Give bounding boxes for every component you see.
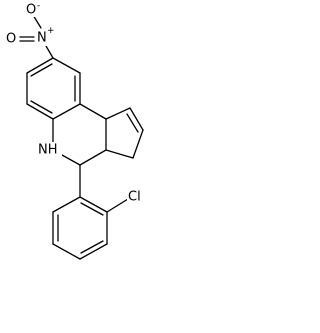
bond-ring-c-1 <box>105 107 131 120</box>
bond-n-o-top <box>32 14 42 29</box>
bond-ring-a-4 <box>52 103 81 120</box>
atom-labels: N + O - O NH Cl <box>5 1 147 205</box>
bond-ring-d-6 <box>52 196 81 213</box>
amine-label: NH <box>38 143 58 158</box>
bond-ring-a-3 <box>26 103 54 120</box>
bond-n-ring <box>45 45 54 59</box>
bond-ring-d-1-inner <box>80 202 104 216</box>
bond-ring-c-3 <box>132 129 144 159</box>
bond-ring-d-1 <box>79 196 108 213</box>
bond-ring-a-3-inner <box>30 100 53 114</box>
bond-ring-c-2 <box>129 107 144 131</box>
molecule-structure: N + O - O NH Cl <box>5 1 147 260</box>
bond-ring-c-4 <box>105 149 134 159</box>
nitro-oxygen-top-charge: - <box>37 1 40 11</box>
bond-ring-d-3 <box>79 243 108 260</box>
nitro-oxygen-top-label: O <box>26 3 36 18</box>
bond-ring-c-2-inner <box>126 113 139 133</box>
bond-ring-d-3-inner <box>80 240 104 254</box>
bond-ring-b-3 <box>79 149 107 166</box>
bond-c-cl <box>106 198 129 213</box>
nitro-nitrogen-label: N <box>37 31 47 46</box>
chlorine-label: Cl <box>128 190 141 205</box>
bonds <box>19 14 144 260</box>
nitro-oxygen-left-label: O <box>6 32 16 47</box>
bond-ring-a-1-inner <box>30 63 53 77</box>
nitro-nitrogen-charge: + <box>47 26 55 36</box>
bond-ring-d-4 <box>52 243 81 260</box>
bond-ring-a-1 <box>26 57 54 74</box>
bond-ring-b-5 <box>79 103 107 120</box>
bond-ring-a-6 <box>52 57 81 74</box>
